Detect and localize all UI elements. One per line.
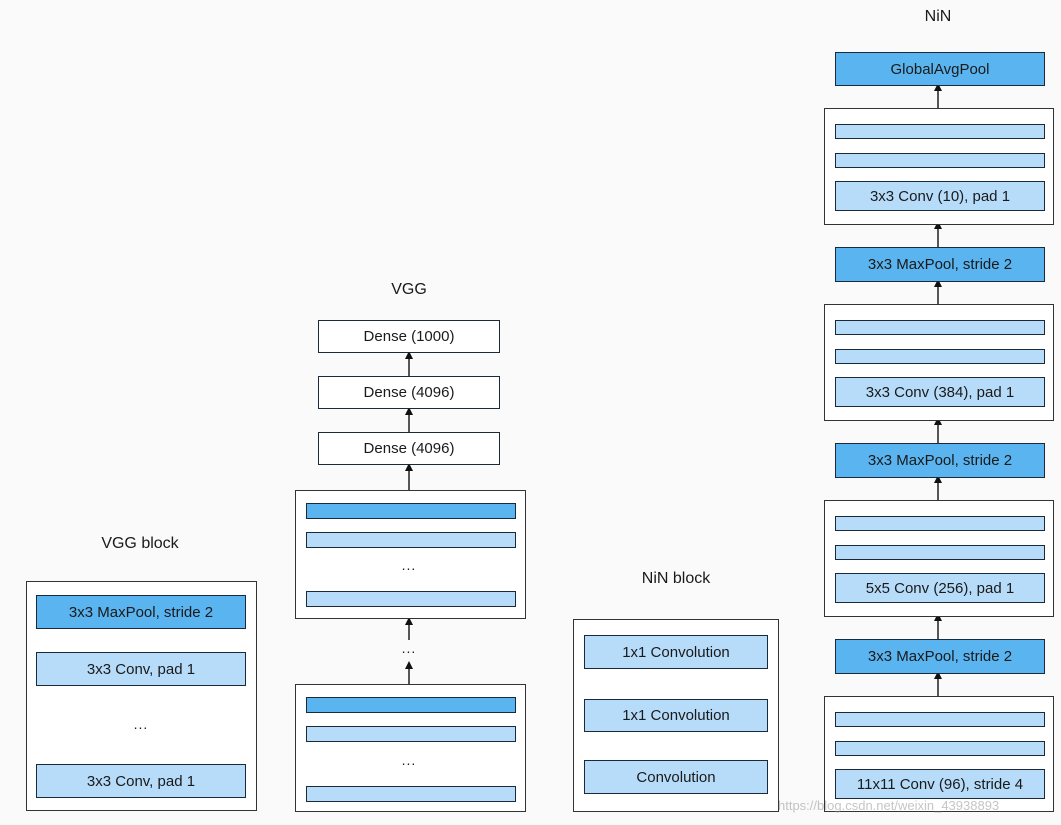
conv-box [835,741,1045,756]
conv-box [835,153,1045,168]
conv-box: 3x3 Conv (10), pad 1 [835,181,1045,211]
conv-box: 3x3 Conv, pad 1 [36,652,246,686]
nin-block-title: NiN block [641,570,711,587]
maxpool-box [306,503,516,519]
conv-1x1-box: 1x1 Convolution [584,699,768,732]
conv-box [306,786,516,802]
conv-box [306,532,516,548]
ellipsis: ... [401,752,417,768]
watermark: https://blog.csdn.net/weixin_43938893 [778,798,1000,813]
maxpool-box: 3x3 MaxPool, stride 2 [835,247,1045,282]
conv-box [835,124,1045,139]
dense-box: Dense (4096) [318,432,500,465]
dense-box: Dense (1000) [318,320,500,353]
maxpool-box: 3x3 MaxPool, stride 2 [835,639,1045,674]
ellipsis: ... [401,557,417,573]
ellipsis: ... [133,716,149,732]
maxpool-box: 3x3 MaxPool, stride 2 [835,443,1045,478]
vgg-title: VGG [391,281,427,298]
maxpool-box [306,697,516,713]
conv-box [835,545,1045,560]
ellipsis: ... [401,640,417,656]
conv-box: 11x11 Conv (96), stride 4 [835,769,1045,799]
conv-box [306,591,516,607]
conv-box [835,516,1045,531]
conv-box [835,349,1045,364]
conv-box [835,712,1045,727]
maxpool-box: 3x3 MaxPool, stride 2 [36,595,246,629]
conv-box: 3x3 Conv (384), pad 1 [835,377,1045,407]
conv-box [306,726,516,742]
conv-box: Convolution [584,760,768,794]
conv-box [835,320,1045,335]
dense-box: Dense (4096) [318,376,500,409]
global-avg-pool-box: GlobalAvgPool [835,52,1045,86]
vgg-block-title: VGG block [101,535,179,552]
nin-title: NiN [924,8,952,25]
conv-1x1-box: 1x1 Convolution [584,635,768,669]
conv-box: 5x5 Conv (256), pad 1 [835,573,1045,603]
conv-box: 3x3 Conv, pad 1 [36,764,246,798]
